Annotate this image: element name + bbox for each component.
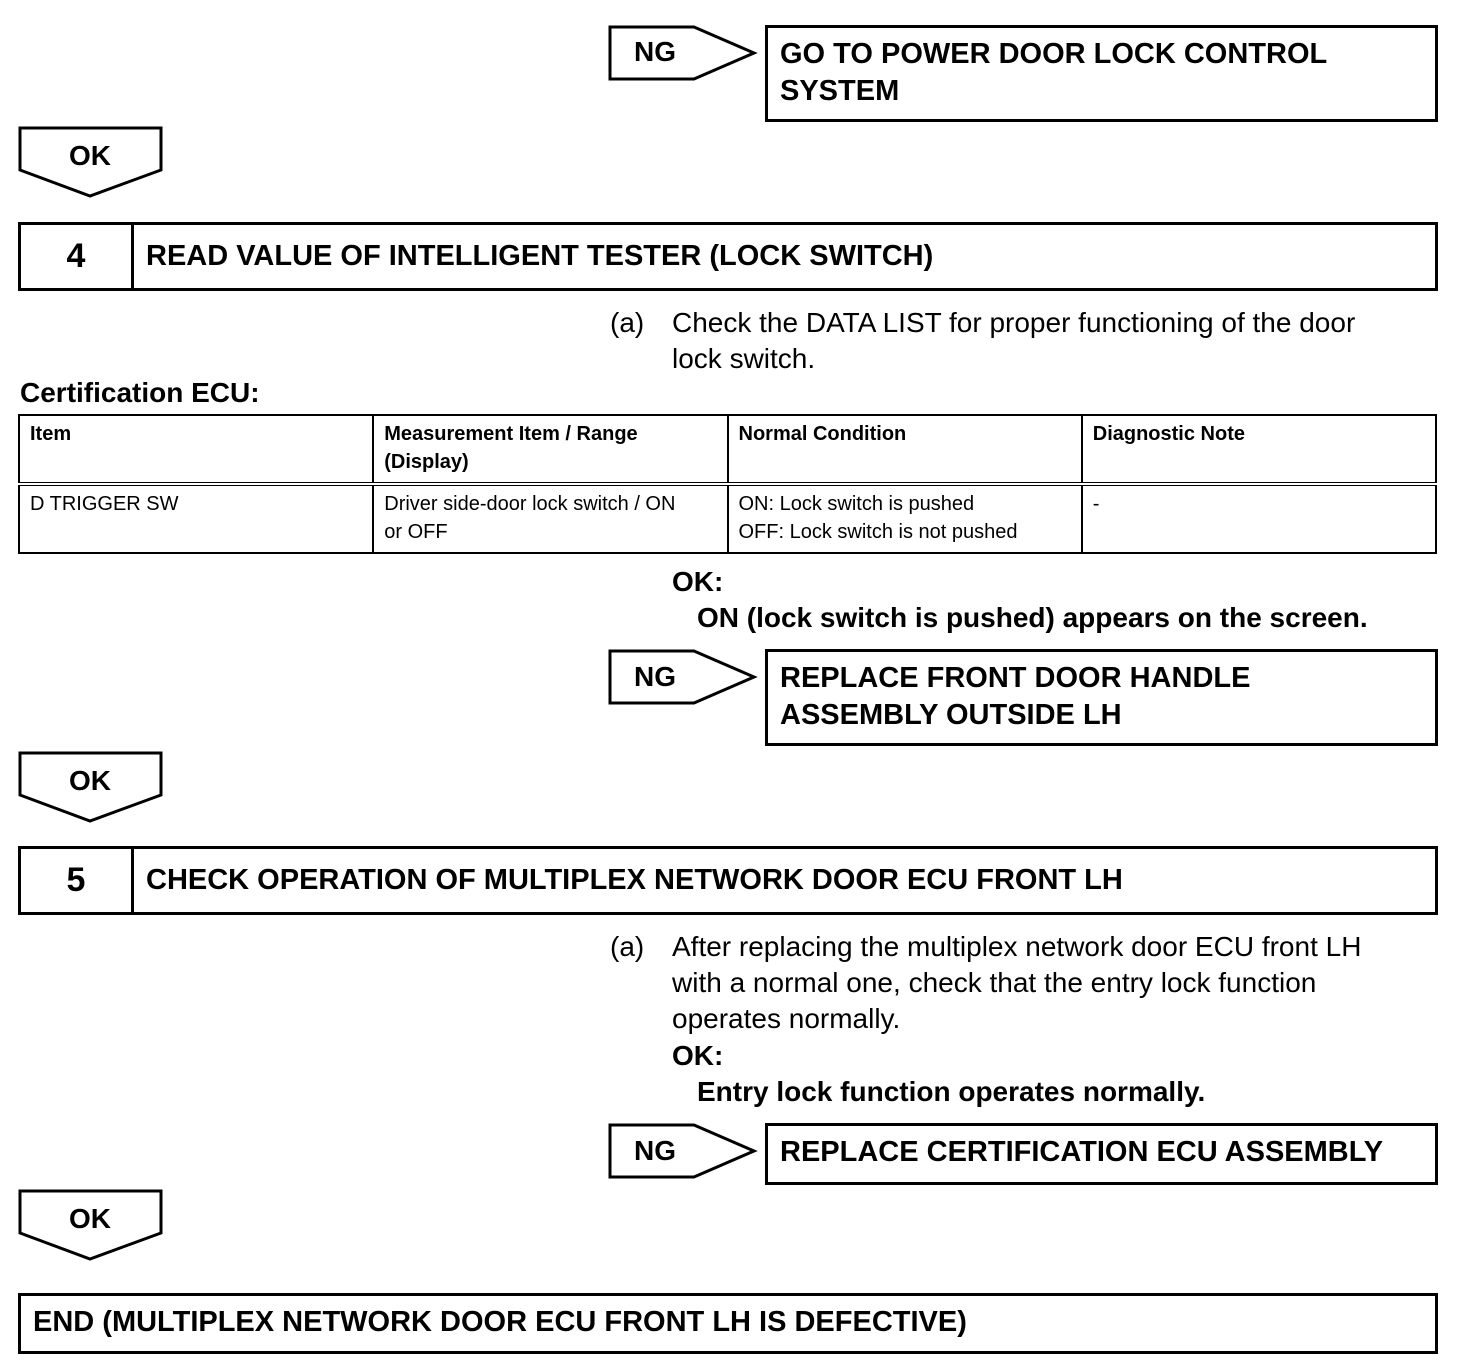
- column-header: Measurement Item / Range (Display): [372, 414, 729, 486]
- cell-line: or OFF: [384, 521, 448, 543]
- table-caption: Certification ECU:: [20, 377, 260, 408]
- ng-label: NG: [634, 1135, 676, 1166]
- instruction-line: lock switch.: [672, 343, 816, 374]
- step-4-header: 4 READ VALUE OF INTELLIGENT TESTER (LOCK…: [18, 222, 1438, 291]
- table-cell: -: [1080, 483, 1438, 554]
- table-header-row: Item Measurement Item / Range (Display) …: [17, 414, 1438, 486]
- instruction-line: Check the DATA LIST for proper functioni…: [672, 307, 1356, 338]
- ok-criteria: Entry lock function operates normally.: [697, 1076, 1206, 1107]
- instruction-line: with a normal one, check that the entry …: [672, 967, 1317, 998]
- ng-result-line: ASSEMBLY OUTSIDE LH: [780, 699, 1122, 731]
- ng-result-line: REPLACE FRONT DOOR HANDLE: [780, 662, 1251, 694]
- column-header: Diagnostic Note: [1080, 414, 1438, 486]
- column-header: Normal Condition: [726, 414, 1083, 486]
- step-4-instruction: (a) Check the DATA LIST for proper funct…: [610, 305, 1440, 385]
- data-list-table: Item Measurement Item / Range (Display) …: [17, 414, 1438, 554]
- ok-arrow-icon: [18, 751, 163, 823]
- item-marker: (a): [610, 307, 645, 338]
- ok-label: OK: [69, 1203, 111, 1234]
- step-title: READ VALUE OF INTELLIGENT TESTER (LOCK S…: [146, 240, 934, 272]
- step-title: CHECK OPERATION OF MULTIPLEX NETWORK DOO…: [146, 864, 1123, 896]
- instruction-line: After replacing the multiplex network do…: [672, 931, 1362, 962]
- table-cell: Driver side-door lock switch / ON or OFF: [372, 483, 729, 554]
- cell-line: OFF: Lock switch is not pushed: [738, 521, 1018, 543]
- ng-arrow-icon: [608, 25, 758, 81]
- column-header-line: Measurement Item / Range: [384, 423, 638, 445]
- instruction-line: operates normally.: [672, 1003, 901, 1034]
- step-number: 4: [21, 225, 134, 288]
- end-box: END (MULTIPLEX NETWORK DOOR ECU FRONT LH…: [18, 1293, 1438, 1354]
- column-header-line: (Display): [384, 451, 469, 473]
- ng-result-box: GO TO POWER DOOR LOCK CONTROL SYSTEM: [765, 25, 1438, 122]
- step-5-instruction: (a) After replacing the multiplex networ…: [610, 929, 1440, 1041]
- ng-result-line: REPLACE CERTIFICATION ECU ASSEMBLY: [780, 1136, 1384, 1168]
- cell-line: ON: Lock switch is pushed: [738, 493, 975, 515]
- ng-result-line: GO TO POWER DOOR LOCK CONTROL: [780, 38, 1328, 70]
- step-5-header: 5 CHECK OPERATION OF MULTIPLEX NETWORK D…: [18, 846, 1438, 915]
- ng-result-box: REPLACE FRONT DOOR HANDLE ASSEMBLY OUTSI…: [765, 649, 1438, 746]
- ok-heading: OK:: [672, 566, 724, 597]
- ng-arrow-icon: [608, 1123, 758, 1179]
- instruction-text: Check the DATA LIST for proper functioni…: [672, 305, 1355, 377]
- ng-result-line: SYSTEM: [780, 75, 900, 107]
- ng-label: NG: [634, 36, 676, 67]
- ok-label: OK: [69, 765, 111, 796]
- ok-arrow-icon: [18, 1189, 163, 1261]
- ng-label: NG: [634, 661, 676, 692]
- ok-heading: OK:: [672, 1040, 724, 1071]
- ng-result-box: REPLACE CERTIFICATION ECU ASSEMBLY: [765, 1123, 1438, 1185]
- table-cell: ON: Lock switch is pushed OFF: Lock swit…: [726, 483, 1083, 554]
- item-marker: (a): [610, 931, 645, 962]
- instruction-text: After replacing the multiplex network do…: [672, 929, 1361, 1037]
- column-header: Item: [17, 414, 375, 486]
- ok-arrow-icon: [18, 126, 163, 198]
- ok-criteria: ON (lock switch is pushed) appears on th…: [697, 602, 1368, 633]
- ok-label: OK: [69, 140, 111, 171]
- cell-line: Driver side-door lock switch / ON: [384, 493, 676, 515]
- ng-arrow-icon: [608, 649, 758, 705]
- table-cell: D TRIGGER SW: [17, 483, 375, 554]
- step-number: 5: [21, 849, 134, 912]
- table-row: D TRIGGER SW Driver side-door lock switc…: [17, 483, 1438, 554]
